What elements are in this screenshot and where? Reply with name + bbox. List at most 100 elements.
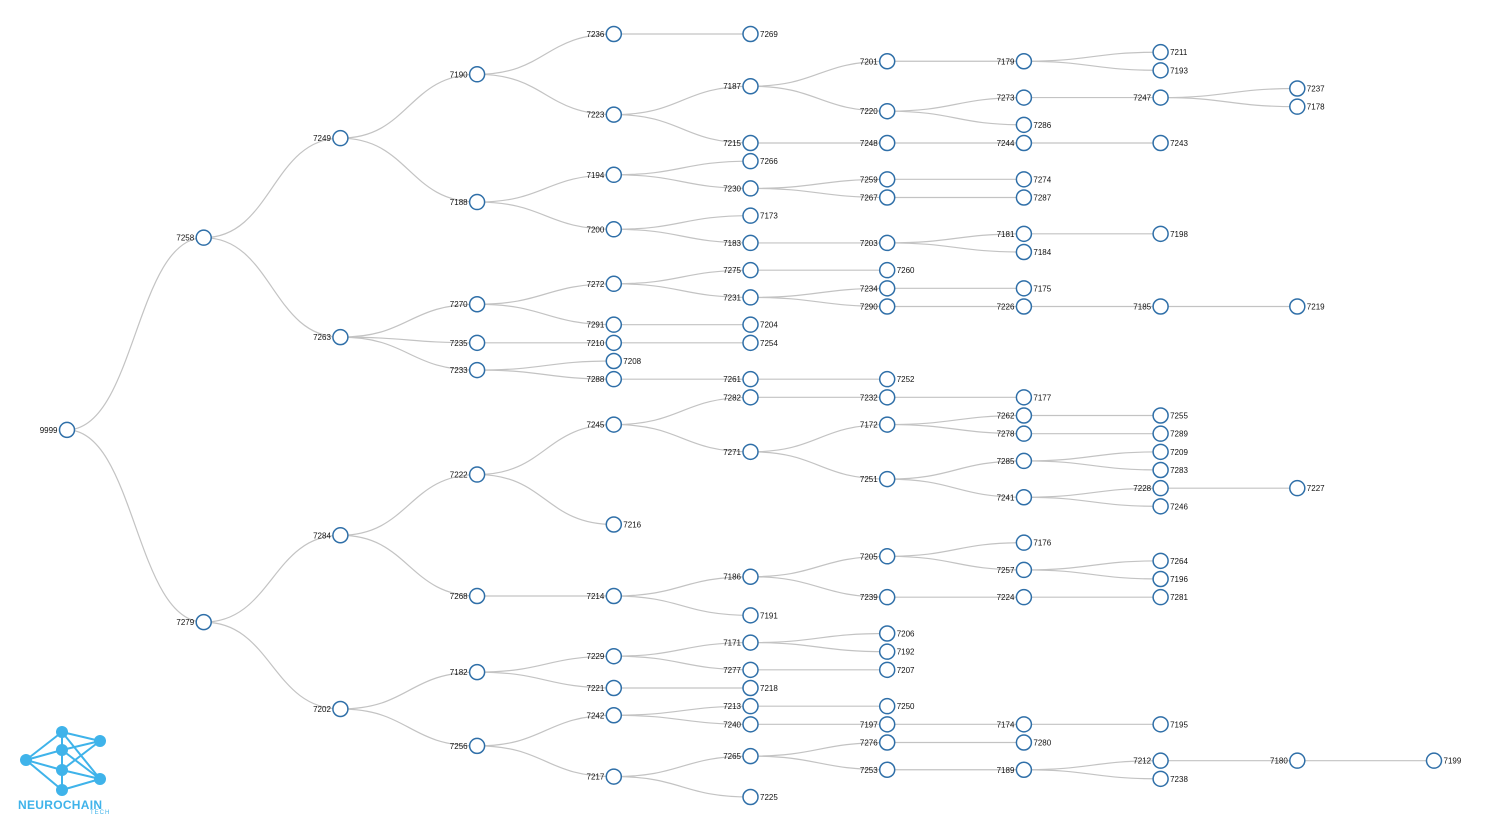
node-circle[interactable] — [878, 370, 896, 388]
node-circle[interactable] — [1015, 761, 1033, 778]
tree-node-9999[interactable]: 9999 — [40, 421, 76, 439]
tree-node-7237[interactable]: 7237 — [1289, 80, 1325, 97]
node-circle[interactable] — [878, 470, 896, 488]
node-circle[interactable] — [332, 700, 349, 718]
tree-node-7230[interactable]: 7230 — [723, 180, 759, 197]
tree-node-7204[interactable]: 7204 — [742, 316, 778, 333]
node-circle[interactable] — [1289, 80, 1306, 97]
tree-node-7191[interactable]: 7191 — [742, 607, 778, 624]
tree-node-7289[interactable]: 7289 — [1152, 425, 1188, 442]
tree-node-7220[interactable]: 7220 — [860, 102, 896, 120]
tree-node-7179[interactable]: 7179 — [997, 53, 1033, 70]
node-circle[interactable] — [878, 234, 896, 252]
node-circle[interactable] — [605, 166, 623, 184]
tree-node-7232[interactable]: 7232 — [860, 389, 896, 406]
tree-node-7274[interactable]: 7274 — [1015, 171, 1052, 188]
tree-node-7227[interactable]: 7227 — [1289, 479, 1325, 497]
node-circle[interactable] — [605, 370, 623, 388]
node-circle[interactable] — [1015, 116, 1033, 134]
tree-node-7268[interactable]: 7268 — [450, 587, 486, 605]
node-circle[interactable] — [742, 679, 759, 697]
tree-node-7254[interactable]: 7254 — [742, 334, 778, 352]
tree-node-7258[interactable]: 7258 — [176, 229, 212, 246]
node-circle[interactable] — [878, 588, 896, 606]
node-circle[interactable] — [742, 697, 759, 715]
node-circle[interactable] — [195, 229, 212, 246]
tree-node-7259[interactable]: 7259 — [860, 171, 896, 188]
tree-node-7207[interactable]: 7207 — [878, 661, 915, 679]
node-circle[interactable] — [605, 221, 623, 238]
tree-node-7193[interactable]: 7193 — [1152, 62, 1188, 79]
tree-node-7178[interactable]: 7178 — [1289, 98, 1325, 115]
tree-node-7215[interactable]: 7215 — [723, 134, 759, 152]
tree-node-7278[interactable]: 7278 — [997, 425, 1033, 442]
node-circle[interactable] — [742, 747, 759, 765]
tree-node-7187[interactable]: 7187 — [723, 77, 759, 95]
node-circle[interactable] — [878, 280, 896, 297]
tree-node-7272[interactable]: 7272 — [587, 275, 623, 293]
tree-node-7208[interactable]: 7208 — [605, 352, 642, 370]
node-circle[interactable] — [605, 25, 623, 43]
tree-node-7231[interactable]: 7231 — [723, 289, 759, 306]
tree-node-7236[interactable]: 7236 — [587, 25, 623, 43]
node-circle[interactable] — [1152, 407, 1169, 424]
tree-node-7195[interactable]: 7195 — [1152, 716, 1188, 733]
tree-node-7218[interactable]: 7218 — [742, 679, 778, 697]
tree-node-7196[interactable]: 7196 — [1152, 570, 1188, 588]
tree-node-7180[interactable]: 7180 — [1270, 752, 1306, 769]
node-circle[interactable] — [1015, 53, 1033, 70]
tree-node-7264[interactable]: 7264 — [1152, 552, 1188, 570]
tree-node-7197[interactable]: 7197 — [860, 716, 896, 733]
node-circle[interactable] — [1152, 134, 1169, 152]
node-circle[interactable] — [332, 129, 349, 147]
tree-node-7226[interactable]: 7226 — [997, 298, 1033, 315]
tree-node-7291[interactable]: 7291 — [587, 316, 623, 333]
tree-node-7222[interactable]: 7222 — [450, 466, 486, 483]
node-circle[interactable] — [1152, 225, 1169, 243]
node-circle[interactable] — [1015, 134, 1033, 152]
tree-node-7202[interactable]: 7202 — [313, 700, 349, 718]
tree-node-7192[interactable]: 7192 — [878, 643, 915, 660]
tree-node-7203[interactable]: 7203 — [860, 234, 896, 252]
tree-node-7240[interactable]: 7240 — [723, 716, 759, 733]
node-circle[interactable] — [1152, 570, 1169, 588]
node-circle[interactable] — [878, 734, 896, 751]
tree-node-7277[interactable]: 7277 — [723, 661, 759, 679]
node-circle[interactable] — [605, 334, 623, 352]
node-circle[interactable] — [468, 466, 486, 483]
tree-node-7224[interactable]: 7224 — [997, 588, 1033, 606]
node-circle[interactable] — [58, 421, 76, 439]
node-circle[interactable] — [742, 180, 759, 197]
tree-node-7238[interactable]: 7238 — [1152, 770, 1188, 788]
tree-node-7285[interactable]: 7285 — [997, 452, 1033, 470]
node-circle[interactable] — [1015, 561, 1033, 579]
tree-node-7216[interactable]: 7216 — [605, 516, 642, 533]
node-circle[interactable] — [1015, 534, 1033, 551]
node-circle[interactable] — [878, 761, 896, 778]
tree-node-7229[interactable]: 7229 — [587, 647, 623, 665]
node-circle[interactable] — [1015, 489, 1033, 506]
node-circle[interactable] — [878, 171, 896, 188]
tree-node-7223[interactable]: 7223 — [587, 106, 623, 123]
tree-node-7265[interactable]: 7265 — [723, 747, 759, 765]
node-circle[interactable] — [1152, 479, 1169, 497]
tree-node-7286[interactable]: 7286 — [1015, 116, 1052, 134]
node-circle[interactable] — [605, 587, 623, 605]
node-circle[interactable] — [1152, 425, 1169, 442]
node-circle[interactable] — [605, 768, 623, 785]
tree-node-7209[interactable]: 7209 — [1152, 443, 1188, 461]
node-circle[interactable] — [468, 587, 486, 605]
tree-node-7221[interactable]: 7221 — [587, 679, 623, 697]
tree-node-7275[interactable]: 7275 — [723, 261, 759, 279]
tree-node-7287[interactable]: 7287 — [1015, 189, 1052, 206]
tree-node-7189[interactable]: 7189 — [997, 761, 1033, 778]
node-circle[interactable] — [878, 261, 896, 279]
node-circle[interactable] — [742, 316, 759, 333]
tree-node-7206[interactable]: 7206 — [878, 625, 915, 642]
node-circle[interactable] — [605, 516, 623, 533]
node-circle[interactable] — [878, 625, 896, 642]
tree-node-7282[interactable]: 7282 — [723, 389, 759, 406]
node-circle[interactable] — [742, 634, 759, 651]
node-circle[interactable] — [1152, 498, 1169, 515]
tree-node-7253[interactable]: 7253 — [860, 761, 896, 778]
